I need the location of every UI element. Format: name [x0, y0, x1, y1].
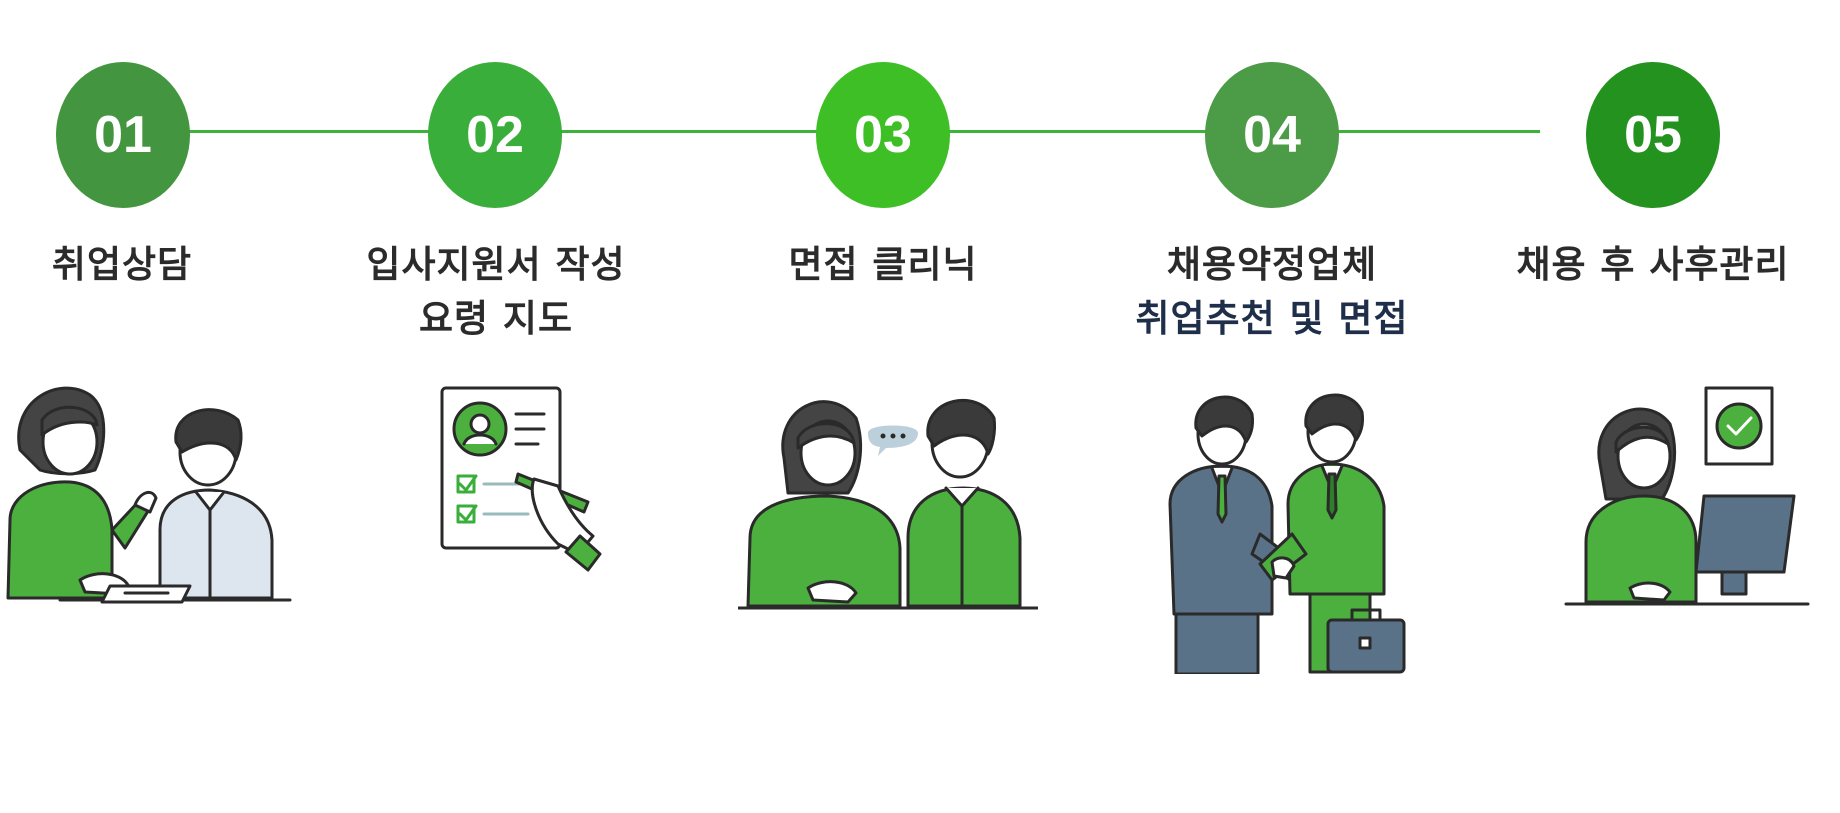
step-1-number: 01	[94, 106, 152, 164]
step-5-number: 05	[1624, 106, 1682, 164]
handshake-illustration	[1168, 393, 1406, 674]
step-3-number-circle: 03	[816, 62, 950, 208]
counseling-illustration	[6, 386, 292, 604]
step-2-number: 02	[466, 106, 524, 164]
step-2-number-circle: 02	[428, 62, 562, 208]
step-5-number-circle: 05	[1586, 62, 1720, 208]
step-4-title: 채용약정업체	[1166, 243, 1378, 286]
step-1-number-circle: 01	[56, 62, 190, 208]
step-1-title: 취업상담	[51, 243, 193, 286]
aftercare-illustration	[1564, 386, 1810, 606]
step-4-subtitle: 취업추천 및 면접	[1135, 297, 1409, 340]
step-3-number: 03	[854, 106, 912, 164]
resume-writing-illustration	[440, 386, 602, 572]
step-4-label: 채용약정업체 취업추천 및 면접	[1112, 238, 1432, 346]
step-1-label: 취업상담	[0, 238, 282, 292]
step-2-title: 입사지원서 작성	[366, 243, 626, 286]
step-4-number-circle: 04	[1205, 62, 1339, 208]
interview-illustration	[738, 398, 1038, 610]
step-3-title: 면접 클리닉	[788, 243, 978, 286]
step-5-title: 채용 후 사후관리	[1516, 243, 1790, 286]
step-5-label: 채용 후 사후관리	[1493, 238, 1813, 292]
step-2-subtitle: 요령 지도	[418, 297, 574, 340]
step-3-label: 면접 클리닉	[723, 238, 1043, 292]
step-2-label: 입사지원서 작성 요령 지도	[336, 238, 656, 346]
step-4-number: 04	[1243, 106, 1301, 164]
